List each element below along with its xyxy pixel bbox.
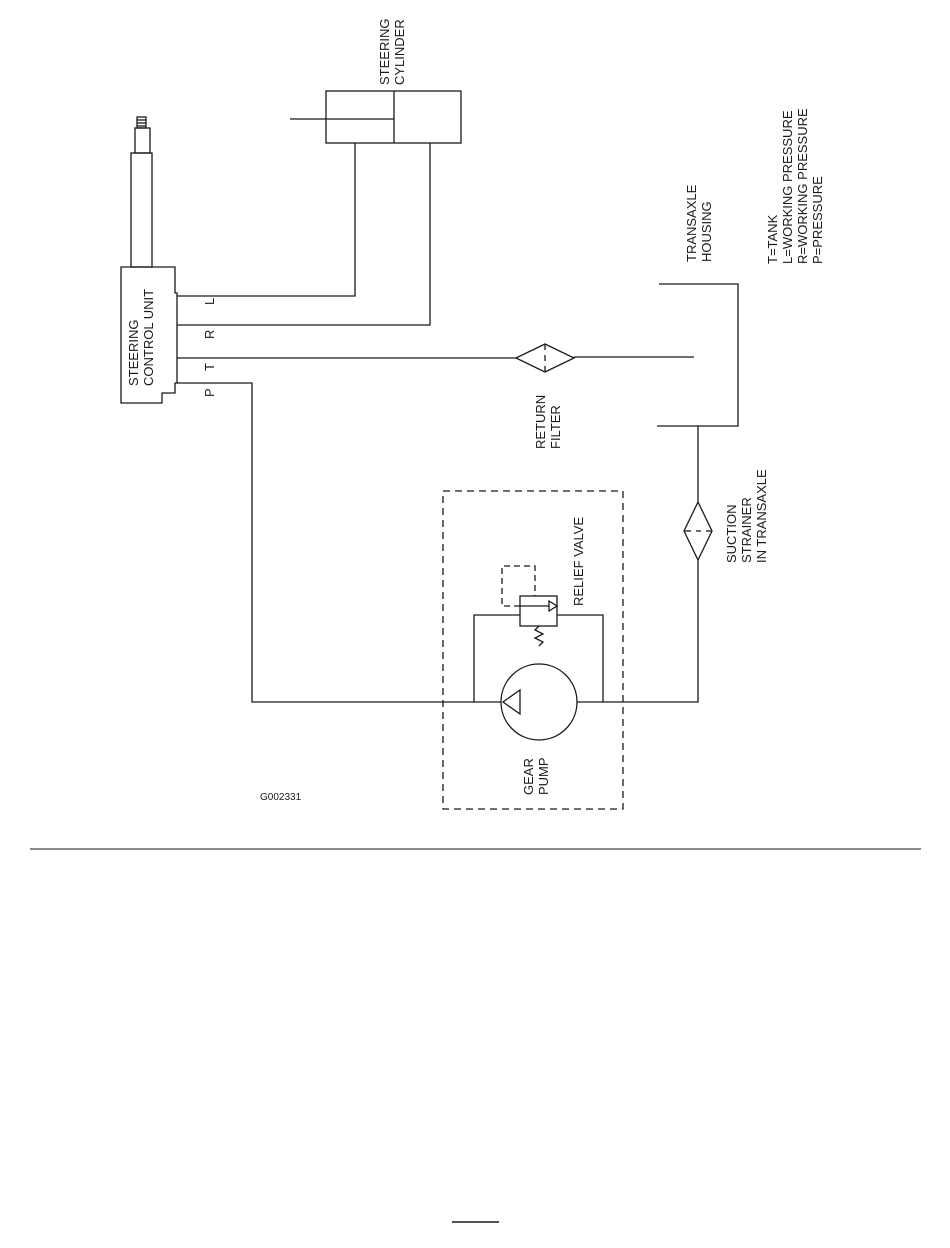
port-r-label: R <box>202 330 217 339</box>
relief-valve-symbol <box>502 566 557 646</box>
suction-line-lower <box>577 560 698 702</box>
line-r <box>177 143 430 325</box>
relief-valve-label: RELIEF VALVE <box>571 517 586 606</box>
legend: T=TANK L=WORKING PRESSURE R=WORKING PRES… <box>765 105 825 264</box>
steering-cylinder <box>290 91 461 143</box>
line-l <box>177 143 355 296</box>
steering-cylinder-label: STEERING CYLINDER <box>377 15 407 85</box>
suction-strainer-symbol <box>684 502 712 560</box>
suction-strainer-label: SUCTION STRAINER IN TRANSAXLE <box>724 469 769 563</box>
port-p-label: P <box>202 388 217 397</box>
port-l-label: L <box>202 298 217 305</box>
gear-pump-label: GEAR PUMP <box>521 755 551 795</box>
transaxle-housing-label: TRANSAXLE HOUSING <box>684 181 714 262</box>
transaxle-housing <box>657 284 738 426</box>
relief-valve-inlet-line <box>474 615 520 702</box>
return-filter-label: RETURN FILTER <box>533 391 563 449</box>
steering-control-unit-label: STEERING CONTROL UNIT <box>126 289 156 386</box>
line-p-to-pump <box>177 383 501 702</box>
port-t-label: T <box>202 363 217 371</box>
figure-code: G002331 <box>260 792 302 803</box>
steering-column <box>131 117 152 267</box>
return-filter-symbol <box>516 344 574 372</box>
gear-pump-symbol <box>501 664 577 740</box>
relief-valve-outlet-line <box>557 615 603 702</box>
